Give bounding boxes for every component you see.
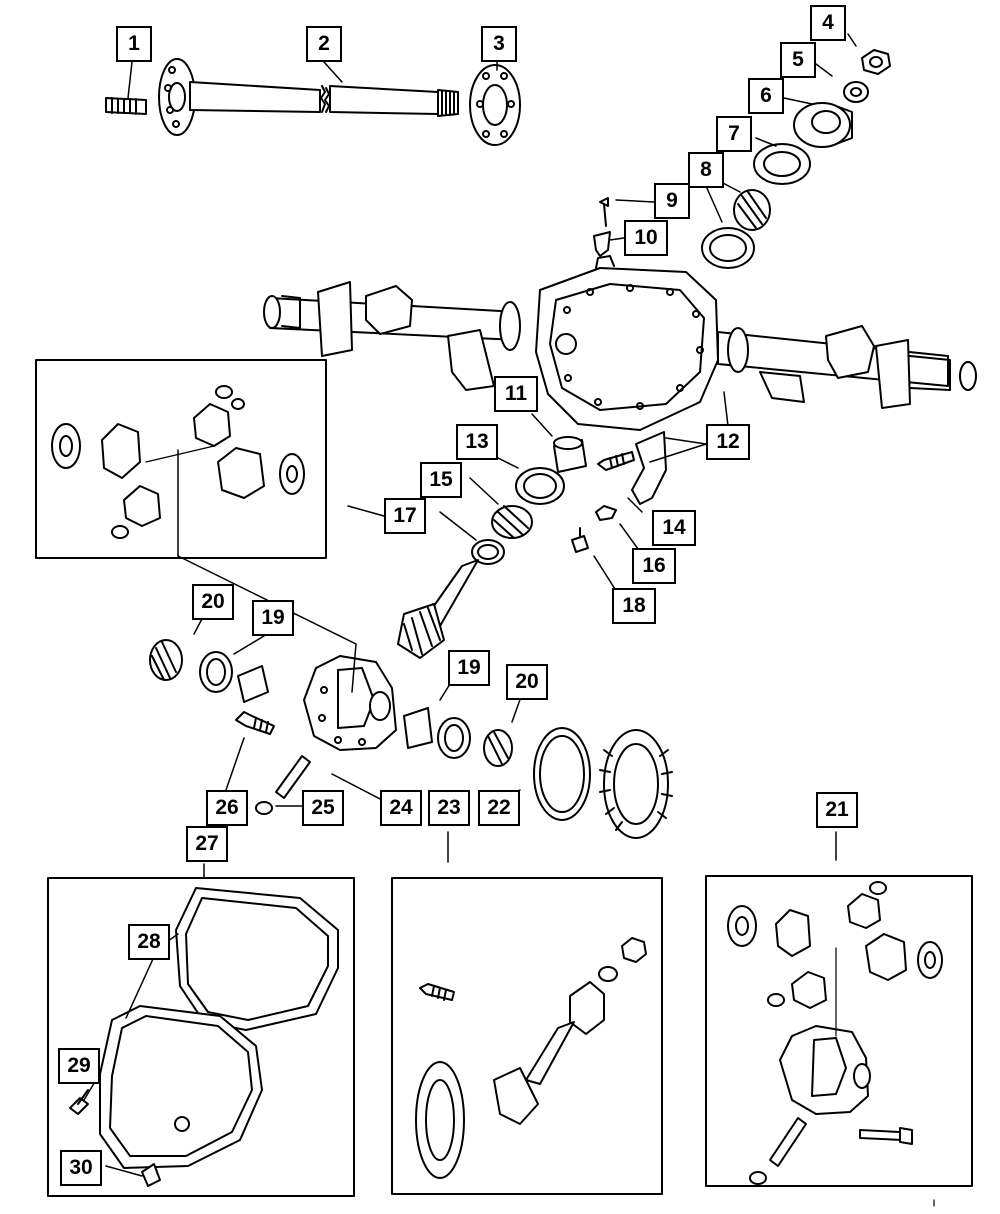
callout-25[interactable]: 25 — [302, 790, 344, 826]
axle-shaft — [158, 58, 459, 136]
callout-8[interactable]: 8 — [688, 152, 724, 188]
pinion-yoke — [793, 102, 853, 148]
ring-gear — [599, 729, 673, 839]
gear-kit-parts — [415, 937, 647, 1179]
differential-shim — [533, 727, 591, 821]
pinion-seal — [753, 143, 811, 185]
differential-bearing-right — [483, 729, 513, 767]
fill-plug-cover — [141, 1163, 161, 1187]
pinion-bearing-inner — [491, 505, 533, 539]
cover-bolt — [69, 1089, 89, 1115]
pinion-shaft — [275, 755, 311, 799]
retaining-ring — [255, 801, 273, 815]
callout-20-right[interactable]: 20 — [506, 664, 548, 700]
vent-fitting — [571, 527, 589, 553]
callout-22[interactable]: 22 — [478, 790, 520, 826]
callout-2[interactable]: 2 — [306, 26, 342, 62]
vent-clip — [595, 505, 617, 521]
pinion-bearing-outer — [733, 189, 771, 231]
axle-bolt — [105, 97, 147, 115]
callout-18[interactable]: 18 — [612, 588, 656, 624]
callout-21[interactable]: 21 — [816, 792, 858, 828]
callout-9[interactable]: 9 — [654, 183, 690, 219]
callout-15[interactable]: 15 — [420, 462, 462, 498]
axle-shaft-gasket — [469, 64, 521, 146]
bearing-cap-bolt — [597, 451, 635, 471]
callout-26[interactable]: 26 — [206, 790, 248, 826]
differential-gears-inset — [35, 359, 327, 559]
callout-1[interactable]: 1 — [116, 26, 152, 62]
callout-10[interactable]: 10 — [624, 220, 668, 256]
callout-7[interactable]: 7 — [716, 116, 752, 152]
callout-19-right[interactable]: 19 — [448, 650, 490, 686]
cover-gasket — [175, 887, 339, 1031]
callout-27[interactable]: 27 — [186, 826, 228, 862]
differential-gears-inset-parts — [51, 385, 305, 557]
differential-bearing-left — [149, 639, 183, 681]
inset-17-leader — [177, 555, 357, 693]
fill-plug-bolt — [599, 197, 609, 227]
pinion-depth-shim — [471, 539, 505, 565]
callout-12[interactable]: 12 — [706, 424, 750, 460]
axle-housing — [263, 255, 977, 431]
callout-24[interactable]: 24 — [380, 790, 422, 826]
pinion-washer — [843, 81, 869, 103]
callout-11[interactable]: 11 — [494, 376, 538, 412]
callout-29[interactable]: 29 — [58, 1048, 100, 1084]
drive-pinion — [397, 559, 479, 659]
differential-assembly-parts — [727, 881, 943, 1185]
callout-20-left[interactable]: 20 — [192, 584, 234, 620]
callout-19-left[interactable]: 19 — [252, 600, 294, 636]
callout-23[interactable]: 23 — [428, 790, 470, 826]
callout-30[interactable]: 30 — [60, 1150, 102, 1186]
bearing-cap — [631, 431, 667, 505]
collapsible-spacer — [553, 436, 587, 473]
callout-3[interactable]: 3 — [481, 26, 517, 62]
bearing-cup-inner — [515, 467, 565, 505]
callout-13[interactable]: 13 — [456, 424, 498, 460]
differential-cover — [99, 1005, 263, 1169]
callout-17[interactable]: 17 — [384, 498, 426, 534]
side-bearing-cone-left — [237, 665, 269, 703]
fill-plug — [593, 231, 611, 257]
bearing-cup-right — [437, 717, 471, 759]
callout-4[interactable]: 4 — [810, 5, 846, 41]
bearing-cup-left — [199, 651, 233, 693]
pinion-nut — [861, 49, 891, 75]
callout-14[interactable]: 14 — [652, 510, 696, 546]
side-bearing-cone-right — [403, 707, 433, 749]
callout-5[interactable]: 5 — [780, 42, 816, 78]
callout-16[interactable]: 16 — [632, 548, 676, 584]
callout-28[interactable]: 28 — [128, 924, 170, 960]
differential-case — [303, 655, 397, 751]
bearing-cup-outer — [701, 227, 755, 269]
callout-6[interactable]: 6 — [748, 78, 784, 114]
cross-shaft-bolt — [235, 711, 275, 735]
